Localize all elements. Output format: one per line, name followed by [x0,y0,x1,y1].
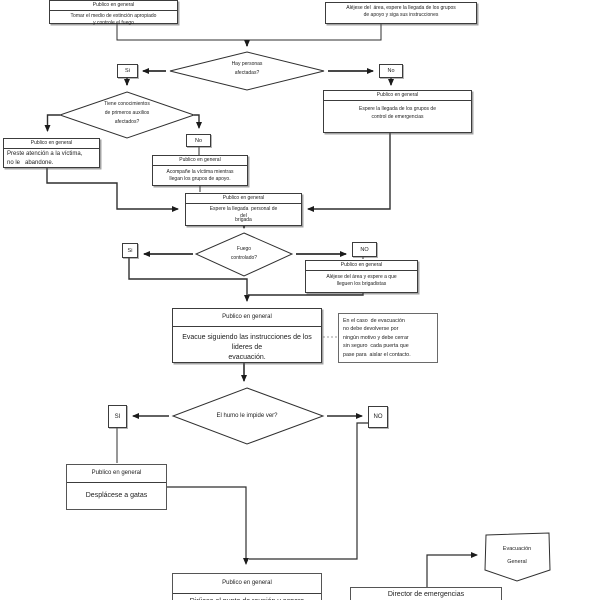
box-header: Publico en general [50,1,177,11]
box-text: evacuación. [228,354,266,362]
box-text: no le abandone. [7,159,54,166]
box-header: Publico en general [173,309,321,327]
box-text: del [240,212,247,219]
box-text: llegan los grupos de apoyo. [169,175,231,182]
process-desplacese-gatas: Publico en general Desplácese a gatas [66,464,167,510]
box-text: Aléjese del área, espere la llegada de l… [346,5,456,11]
box-header: Director de emergencias [387,591,465,598]
box-text: control de emergencias [371,113,424,120]
branch-label-no: NO [352,242,377,257]
decision-humo-label: El humo le impide ver? [216,413,278,419]
box-text: Tomar el medio de extinción apropiado [70,12,157,19]
box-text: lleguen los brigadistas [336,280,387,287]
process-alejese-apoyo: Aléjese del área, espere la llegada de l… [325,2,477,24]
box-text: brigada [235,217,252,224]
process-preste-atencion: Publico en general Preste atención a la … [3,138,100,168]
box-text: Preste atención a la víctima, [7,150,83,157]
box-text: Espere la llegada personal de [209,205,278,212]
evacuacion-general-shape [484,532,551,582]
process-acompane-victima: Publico en general Acompañe la víctima m… [152,155,248,186]
branch-label-no: No [379,64,403,78]
box-header: Publico en general [186,194,301,204]
process-director-emergencias: Director de emergencias [350,587,502,600]
branch-label-no: No [186,134,211,147]
box-header: Publico en general [173,574,321,594]
process-tomar-extintor: Publico en general Tomar el medio de ext… [49,0,178,26]
decision-hay-personas-shape [169,51,325,91]
process-bottom: Publico en general Diríjase al punto de … [172,573,322,600]
branch-label-si: Si [117,64,138,78]
box-text: Acompañe la víctima mientras [166,168,234,175]
decision-fuego-controlado-shape [194,232,294,277]
decision-primeros-auxilios-label: Tiene conocimientos de primeros auxilios… [104,101,150,125]
box-header: Publico en general [4,139,99,149]
box-text: Diríjase al punto de reunión y espere in… [174,597,320,600]
process-evacue-instrucciones: Publico en general Evacue siguiendo las … [172,308,322,363]
box-text: de apoyo y siga sus instrucciones [363,11,439,18]
box-text: y controle el fuego [93,19,134,26]
branch-label-no: NO [368,406,388,428]
box-text: Desplácese a gatas [85,492,148,499]
decision-hay-personas-label: Hay personas afectadas? [231,61,263,76]
decision-fuego-controlado-label: Fuego controlado? [230,246,258,261]
decision-humo-shape [171,387,325,445]
branch-label-si: SI [108,405,127,428]
box-text: Evacue siguiendo las instrucciones de lo… [182,334,314,352]
box-header: Publico en general [153,156,247,166]
process-alejese-brigadistas: Publico en general Aléjese del área y es… [305,260,418,293]
decision-primeros-auxilios-shape [58,91,196,139]
note-evacuacion: En el caso de evacuación no debe devolve… [338,313,438,363]
box-text: Aléjese del área y espere a que [326,273,397,280]
box-header: Publico en general [67,465,166,483]
terminator-evacuacion-general-label: Evacuación General [502,546,532,566]
box-header: Publico en general [324,91,471,101]
box-header: Publico en general [306,261,417,271]
process-espere-control: Publico en general Espere la llegada de … [323,90,472,133]
branch-label-si: Si [122,243,138,258]
process-espere-brigada: Publico en general Espere la llegada per… [185,193,302,226]
box-text: Espere la llegada de los grupos de [359,105,436,112]
